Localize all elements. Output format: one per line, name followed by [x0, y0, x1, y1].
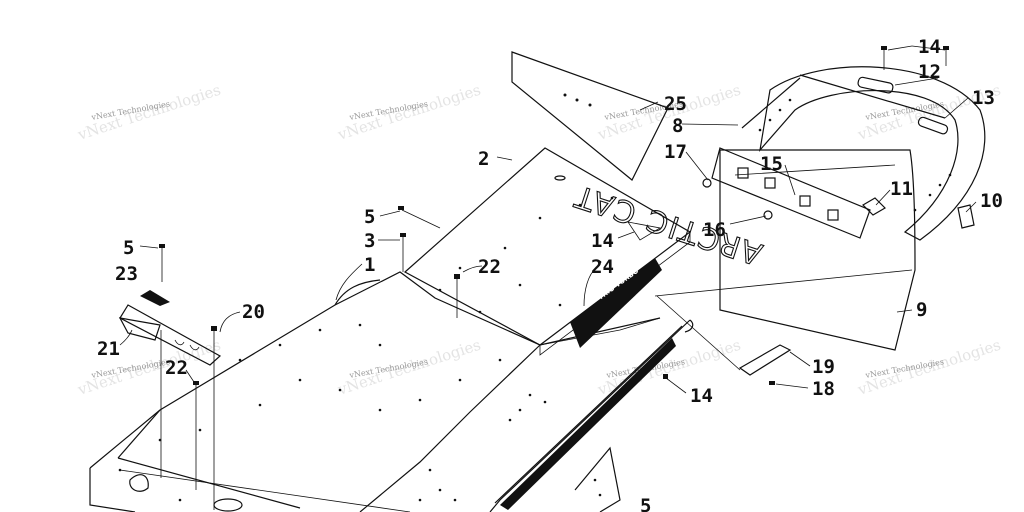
- callout-22: 22: [165, 357, 188, 379]
- part-1-tunnel: [89, 271, 661, 512]
- callout-8: 8: [672, 115, 683, 137]
- callout-10: 10: [980, 190, 1003, 212]
- lower-bracket: [574, 446, 621, 512]
- callout-11: 11: [890, 178, 913, 200]
- callout-2: 2: [478, 148, 489, 170]
- part-19-bracket: [738, 344, 792, 385]
- callout-5: 5: [364, 206, 375, 228]
- callout-22: 22: [478, 256, 501, 278]
- part-11-clip: [862, 197, 886, 216]
- callout-5: 5: [123, 237, 134, 259]
- callout-12: 12: [918, 61, 941, 83]
- callout-16: 16: [703, 219, 726, 241]
- callout-13: 13: [972, 87, 995, 109]
- callout-15: 15: [760, 153, 783, 175]
- callout-21: 21: [97, 338, 120, 360]
- callout-1: 1: [364, 254, 375, 276]
- callout-23: 23: [115, 263, 138, 285]
- callout-25: 25: [664, 93, 687, 115]
- leader-lines: [119, 45, 977, 394]
- callout-9: 9: [916, 299, 927, 321]
- tunnel-rivet-holes: [118, 323, 547, 502]
- callout-20: 20: [242, 301, 265, 323]
- part-15-bracket: [702, 147, 871, 239]
- running-board-rail: [489, 319, 694, 512]
- part-25-flap: [511, 51, 669, 181]
- callout-14: 14: [690, 385, 713, 407]
- callouts: 1 2 3 5 5 5 8 9 10 11 12 13 14 14 14 15 …: [97, 36, 1003, 512]
- callout-24: 24: [591, 256, 614, 278]
- callout-14: 14: [591, 230, 614, 252]
- rear-bumper: [741, 46, 986, 241]
- part-10-clip: [957, 204, 975, 229]
- part-21-bracket: [118, 304, 222, 366]
- part-23-pad: [140, 290, 170, 306]
- callout-19: 19: [812, 356, 835, 378]
- fasteners: [159, 206, 668, 510]
- callout-5: 5: [640, 495, 651, 512]
- callout-18: 18: [812, 378, 835, 400]
- bumper-grip-holes: [758, 98, 952, 212]
- callout-17: 17: [664, 141, 687, 163]
- part-9-snowflap: ARCTIC CAT: [569, 149, 916, 351]
- part-2-deck-panel: [403, 147, 692, 356]
- callout-14: 14: [918, 36, 941, 58]
- callout-3: 3: [364, 230, 375, 252]
